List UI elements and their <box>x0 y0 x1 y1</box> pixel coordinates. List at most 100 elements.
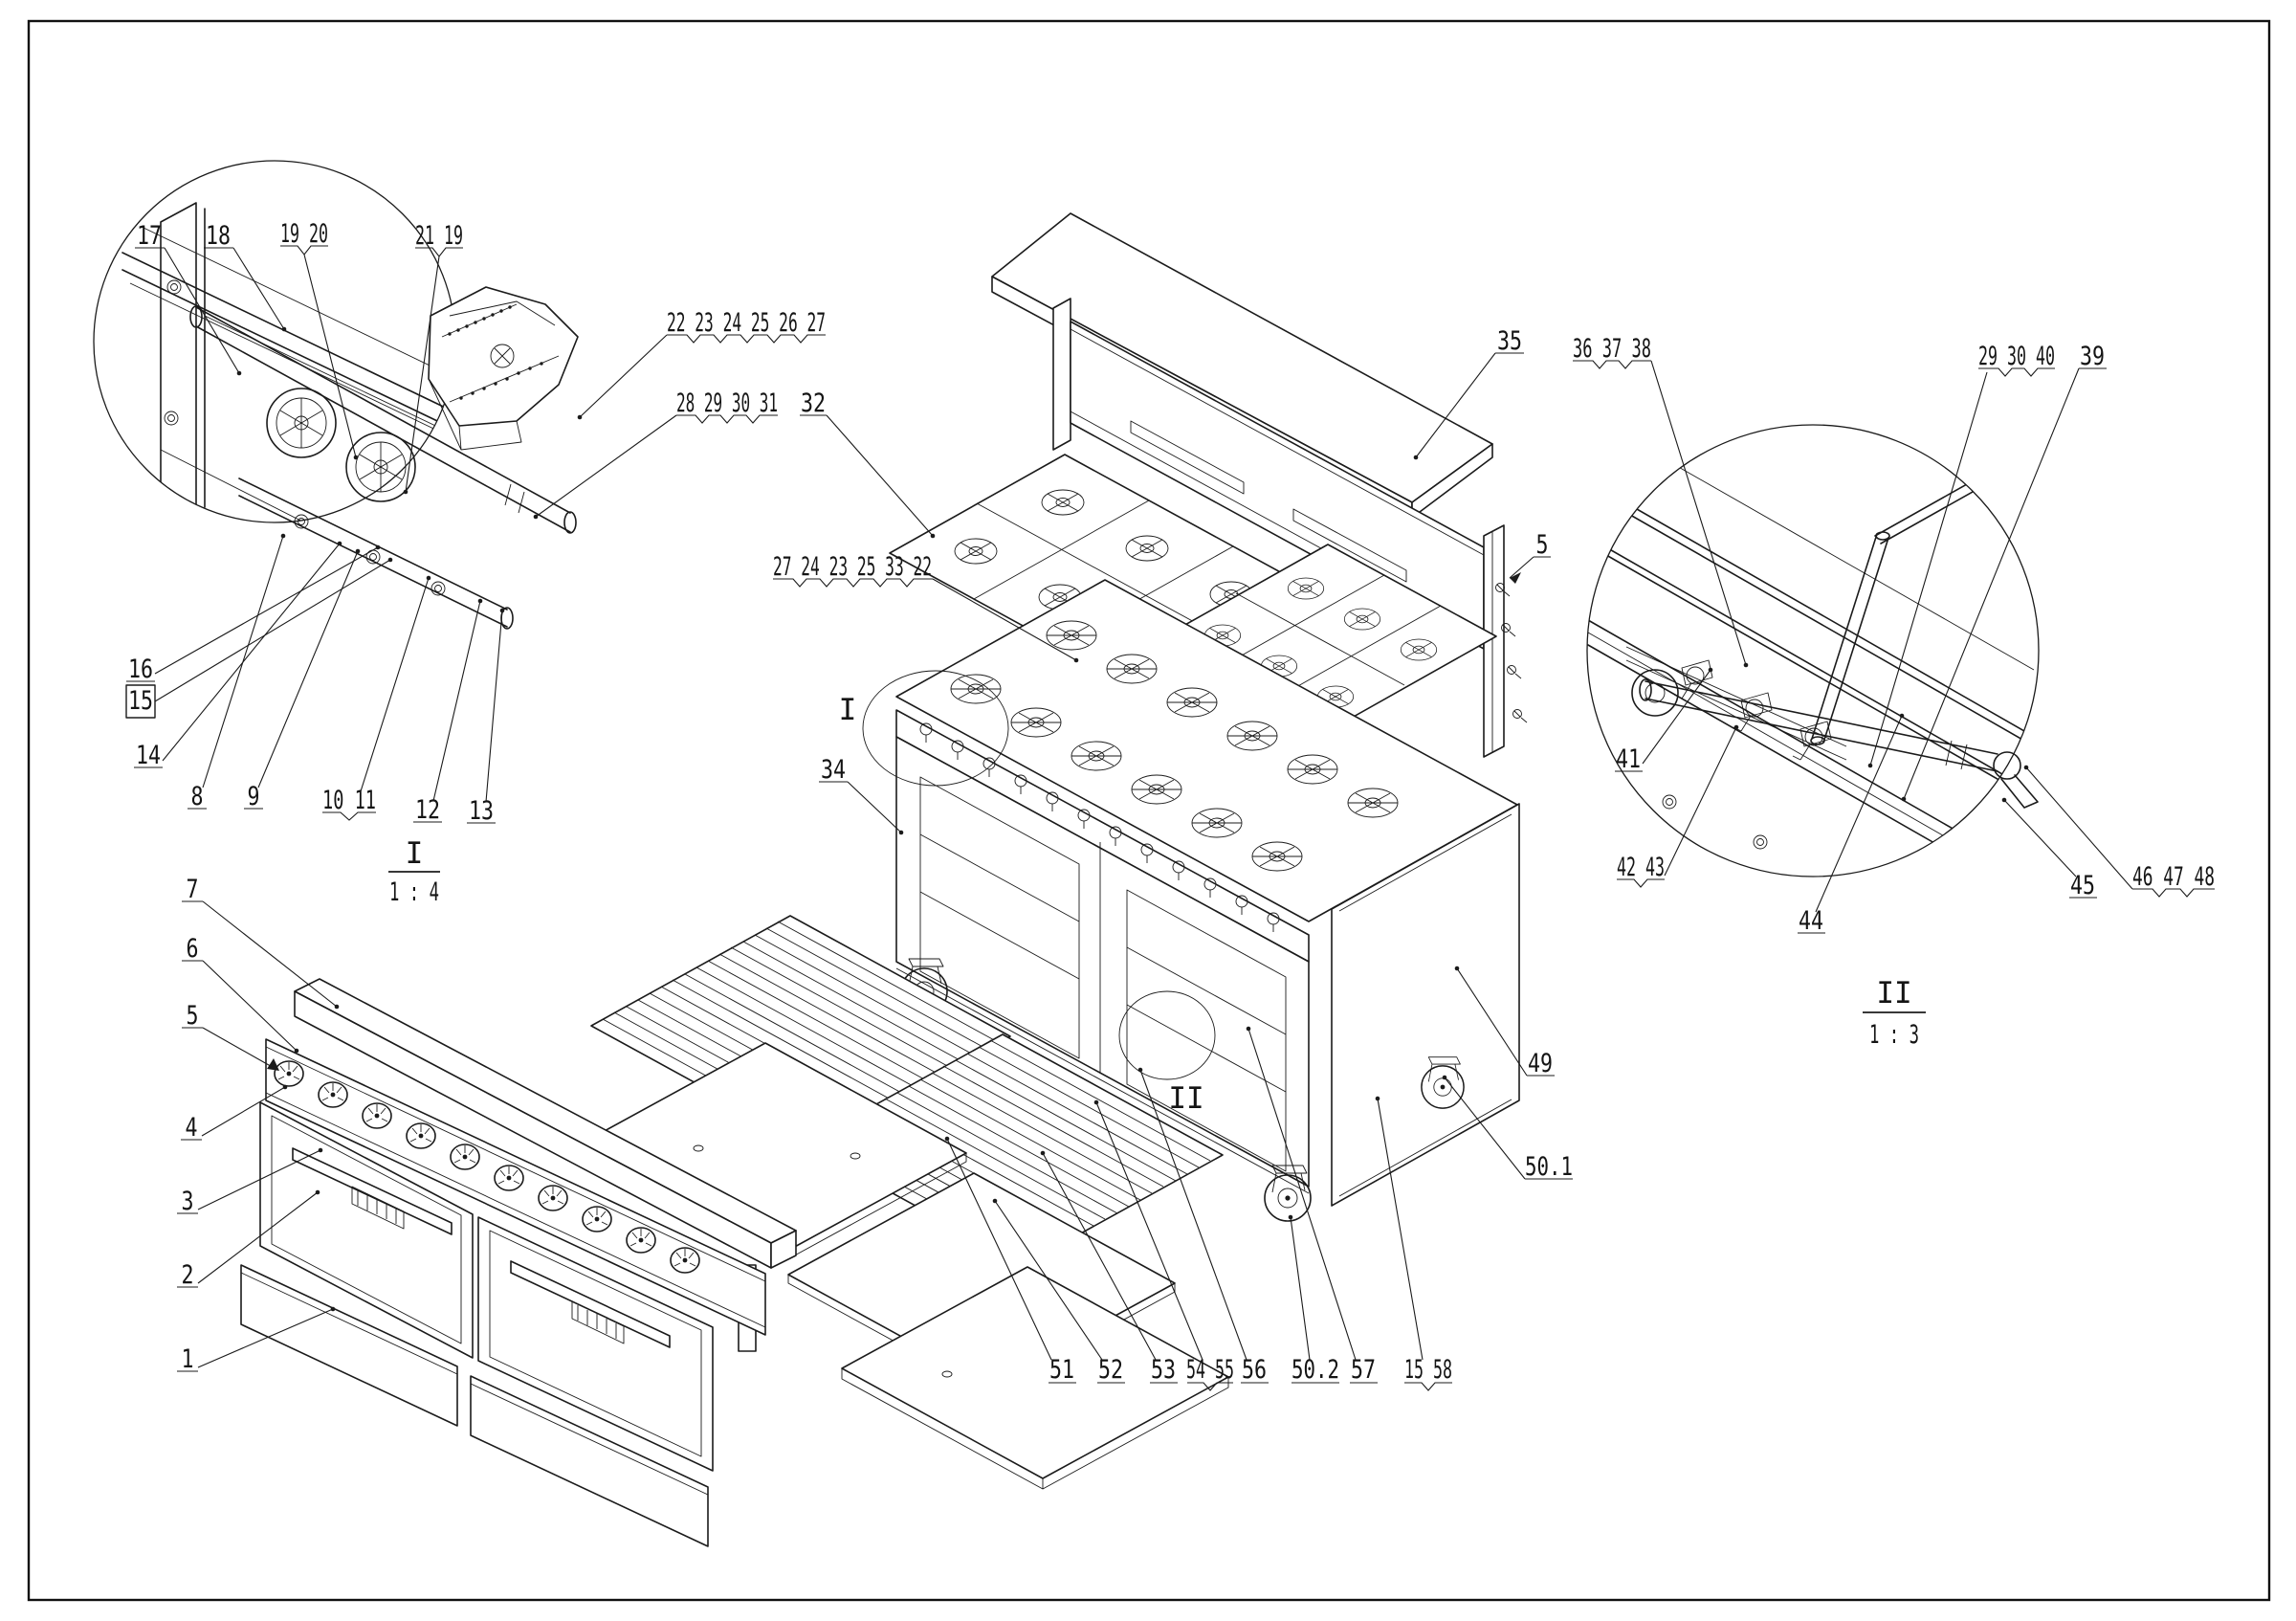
svg-text:46 47 48: 46 47 48 <box>2132 862 2215 892</box>
callout-5-center: 5 <box>1509 530 1551 584</box>
callout-10-11: 10 11 <box>322 575 431 821</box>
detail-view-I: 17 18 19 20 21 19 22 23 24 25 26 27 28 2… <box>93 160 826 907</box>
svg-text:1 : 4: 1 : 4 <box>389 877 439 907</box>
callout-45: 45 <box>2001 797 2097 900</box>
burner-bezels <box>266 388 416 502</box>
svg-text:50.2: 50.2 <box>1292 1355 1339 1385</box>
detail-II-boundary <box>1586 424 2040 877</box>
svg-text:27 24 23 25 33 22: 27 24 23 25 33 22 <box>773 552 932 582</box>
callout-21-19: 21 19 <box>403 221 463 495</box>
gas-tube <box>1811 533 1889 744</box>
svg-text:34: 34 <box>821 755 846 785</box>
callout-3: 3 <box>177 1147 323 1216</box>
callout-49: 49 <box>1454 966 1555 1078</box>
detail-marker-II: II <box>1168 1081 1203 1116</box>
svg-text:52: 52 <box>1098 1355 1123 1385</box>
callout-50-2: 50.2 <box>1288 1214 1339 1385</box>
callout-35: 35 <box>1413 326 1524 460</box>
detail-region-II-marker <box>1118 990 1216 1080</box>
svg-text:17: 17 <box>137 221 162 251</box>
svg-text:2: 2 <box>182 1260 194 1290</box>
svg-text:42 43: 42 43 <box>1617 853 1665 882</box>
svg-text:18: 18 <box>206 221 231 251</box>
svg-text:41: 41 <box>1616 744 1641 774</box>
callout-28-29-30-31: 28 29 30 31 <box>533 389 778 520</box>
svg-text:50.1: 50.1 <box>1525 1152 1573 1182</box>
svg-text:7: 7 <box>187 875 199 904</box>
lower-manifold <box>238 477 514 630</box>
callout-16: 16 <box>126 544 381 684</box>
detail-marker-I: I <box>839 693 857 727</box>
svg-text:5: 5 <box>1536 530 1549 560</box>
callout-29-30-40: 29 30 40 <box>1867 342 2055 768</box>
callout-22-23-24-25-26-27: 22 23 24 25 26 27 <box>577 308 826 420</box>
range-body <box>895 579 1518 1194</box>
callout-15-box: 15 <box>125 557 393 719</box>
callout-19-20: 19 20 <box>280 219 359 460</box>
assembled-range-view: 7 6 5 4 3 2 1 <box>177 875 797 1547</box>
svg-text:35: 35 <box>1497 326 1522 356</box>
callout-44: 44 <box>1798 713 1905 936</box>
callout-8: 8 <box>188 533 286 811</box>
svg-text:1 : 3: 1 : 3 <box>1869 1020 1919 1050</box>
callout-12: 12 <box>413 598 483 825</box>
callout-54-55: 54 55 <box>1093 1099 1234 1391</box>
detail-view-II: 36 37 38 29 30 40 39 41 42 43 44 45 <box>1573 334 2215 1050</box>
callout-5-left: 5 <box>182 1001 279 1071</box>
oven-bottom-sheet-3 <box>841 1266 1229 1490</box>
callout-9: 9 <box>244 548 361 811</box>
callout-51: 51 <box>944 1136 1076 1385</box>
callout-42-43: 42 43 <box>1617 724 1739 888</box>
svg-text:5: 5 <box>187 1001 199 1031</box>
callout-27-24-23-25-33-22: 27 24 23 25 33 22 <box>773 552 1079 663</box>
svg-text:16: 16 <box>128 655 153 684</box>
callout-4: 4 <box>181 1084 288 1143</box>
detail-I-boundary <box>93 160 456 523</box>
callout-41: 41 <box>1615 667 1713 774</box>
callout-6: 6 <box>182 934 299 1054</box>
callout-32: 32 <box>800 389 936 539</box>
svg-text:54 55: 54 55 <box>1186 1355 1234 1385</box>
detail-II-valves <box>1631 659 1832 850</box>
svg-text:13: 13 <box>469 796 494 826</box>
svg-text:6: 6 <box>187 934 199 964</box>
detail-II-title: II 1 : 3 <box>1863 976 1926 1050</box>
main-exploded-view: I II 35 5 32 27 24 23 25 33 22 34 49 <box>579 212 1573 1490</box>
svg-text:21 19: 21 19 <box>415 221 463 251</box>
brand-plate-right <box>571 1300 625 1344</box>
svg-text:19 20: 19 20 <box>280 219 328 249</box>
brand-plate-left <box>351 1186 405 1230</box>
svg-text:28 29 30 31: 28 29 30 31 <box>676 389 778 418</box>
svg-text:10 11: 10 11 <box>322 786 376 815</box>
svg-text:44: 44 <box>1799 906 1823 936</box>
callout-53: 53 <box>1040 1150 1178 1385</box>
callout-36-37-38: 36 37 38 <box>1573 334 1749 668</box>
svg-text:57: 57 <box>1351 1355 1376 1385</box>
svg-text:53: 53 <box>1151 1355 1176 1385</box>
drawing-border <box>27 19 2271 1602</box>
detail-region-I-marker <box>862 670 1009 787</box>
svg-text:49: 49 <box>1528 1049 1553 1078</box>
callout-7: 7 <box>182 875 340 1010</box>
svg-text:36 37 38: 36 37 38 <box>1573 334 1651 364</box>
svg-text:22 23 24 25 26 27: 22 23 24 25 26 27 <box>667 308 826 338</box>
callout-50-1: 50.1 <box>1442 1075 1573 1182</box>
svg-text:3: 3 <box>182 1187 194 1216</box>
callout-14: 14 <box>134 541 342 770</box>
svg-text:29 30 40: 29 30 40 <box>1978 342 2055 371</box>
svg-text:4: 4 <box>186 1113 198 1143</box>
callout-18: 18 <box>204 221 287 332</box>
svg-text:I: I <box>406 836 424 871</box>
svg-text:14: 14 <box>136 741 161 770</box>
svg-text:15: 15 <box>128 686 153 716</box>
callout-15-58: 15 58 <box>1375 1096 1452 1391</box>
svg-text:56: 56 <box>1242 1355 1267 1385</box>
callout-52: 52 <box>992 1198 1125 1385</box>
svg-text:1: 1 <box>182 1344 194 1374</box>
callout-34: 34 <box>819 755 904 835</box>
callout-1: 1 <box>177 1306 336 1374</box>
callout-13: 13 <box>467 608 505 826</box>
backguard-shelf <box>991 212 1528 758</box>
